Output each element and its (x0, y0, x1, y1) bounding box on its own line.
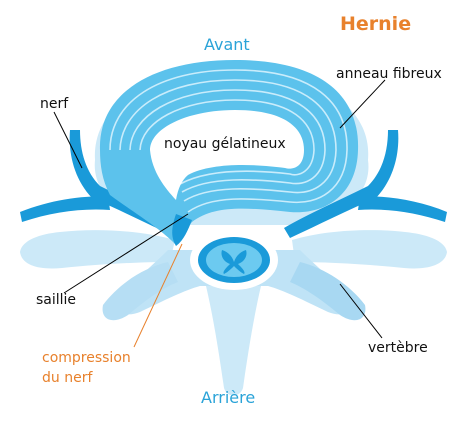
label-back: Arrière (201, 388, 255, 407)
label-nerve: nerf (40, 96, 69, 112)
label-front: Avant (204, 35, 250, 54)
transverse-process-left (20, 230, 175, 268)
spinous-process (206, 286, 261, 396)
nerve-branch-left (20, 196, 110, 222)
label-compression-line1: compression (42, 350, 131, 366)
label-vertebra: vertèbre (368, 340, 428, 356)
spinal-canal (190, 230, 278, 290)
nerve-branch-right (358, 196, 447, 222)
spinal-cord-gray-matter (206, 243, 262, 277)
diagram-title: Hernie (340, 13, 411, 35)
label-annulus: anneau fibreux (336, 66, 442, 82)
label-nucleus: noyau gélatineux (164, 136, 286, 152)
label-compression-line2: du nerf (42, 370, 93, 386)
label-protrusion: saillie (36, 292, 76, 308)
transverse-process-right (292, 230, 447, 268)
